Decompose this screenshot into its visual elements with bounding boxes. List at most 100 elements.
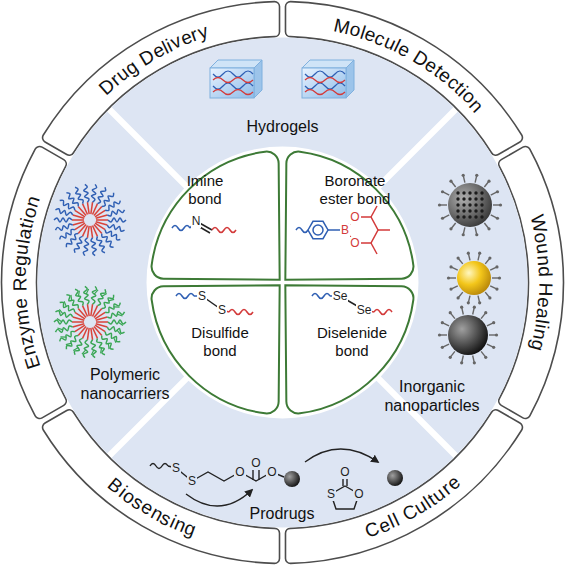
bond-quadrant: Imine bond [148,148,285,285]
hydrogel-block [305,83,345,89]
nanoparticle [456,191,459,194]
nanoparticle [449,180,452,183]
nanoparticle [456,215,459,218]
micelle [72,219,84,221]
nanoparticle [480,191,483,194]
micelle [101,347,102,353]
atom-label: B [340,224,350,237]
letter: R [10,278,29,292]
nanoparticle [484,356,487,359]
bond-label: Diselenide bond [312,324,392,360]
hydrogel-block [210,68,254,98]
nanoparticle [480,197,483,200]
nanoparticle [449,356,452,359]
material-sector-outline [35,107,189,458]
letter: u [533,243,553,256]
letter [10,292,29,298]
bond-quadrant-shape [285,285,413,413]
bond-quadrant-shape [152,152,280,280]
nanoparticle [487,227,490,230]
application-segment: Drug Delivery [37,0,285,162]
nanoparticle [457,296,460,299]
bond-quadrant-outline [148,148,285,285]
application-segment-outline [280,0,528,162]
nanoparticle [462,233,465,236]
nanoparticle [474,203,477,206]
prodrug-structure [387,470,403,486]
application-segment: Wound Healing [493,139,565,425]
material-sector-shape [37,111,184,453]
nanoparticle [462,197,465,200]
nanoparticle [457,261,491,295]
letter: u [11,243,31,256]
nanoparticle [462,174,465,177]
nanoparticle [474,197,477,200]
nanoparticle [447,276,450,279]
nanoparticle [468,203,471,206]
nanoparticle [449,287,452,290]
application-segment-outline [37,0,285,162]
nanoparticle [488,296,491,299]
nanoparticle [474,215,477,218]
atom-label: O [266,466,277,479]
application-segment: Biosensing [37,403,285,565]
material-sector: Inorganic nanoparticles [376,107,530,458]
atom-label: N [191,215,202,228]
nanoparticle [438,203,441,206]
prodrug-structure [284,471,300,487]
application-label: Enzyme Regulation [0,139,72,426]
nanoparticle [498,276,501,279]
nanoparticle [468,209,471,212]
letter [536,277,555,282]
nanoparticle [468,215,471,218]
letter: H [536,283,555,297]
micelle [96,321,108,323]
nanoparticle [467,252,470,255]
application-label: Cell Culture [280,403,528,565]
nanoparticle [449,265,452,268]
nanoparticle [449,227,452,230]
letter: g [10,255,30,267]
nanoparticle [460,361,463,364]
nanoparticle [462,209,465,212]
nanoparticle [496,217,499,220]
hydrogel-block [213,71,253,77]
hydrogel-block [305,90,345,95]
material-label: Polymeric nanocarriers [75,365,175,403]
letter: n [535,254,555,266]
atom-label: Se [332,290,349,303]
nanoparticle [441,346,444,349]
nanoparticle [456,209,459,212]
nanoparticle [499,203,502,206]
nanoparticle [475,174,478,177]
letter: e [10,297,30,309]
atom-label: S [171,462,181,475]
nanoparticle [480,209,483,212]
micelle [72,321,84,323]
nanoparticle [496,190,499,193]
atom-label: S [217,304,227,317]
letter: e [10,266,29,277]
application-label: Wound Healing [493,139,565,425]
hydrogel-block [305,71,345,77]
application-segment: Molecule Detection [280,0,528,162]
application-label: Molecule Detection [280,0,528,162]
material-sector: Polymeric nanocarriers [35,107,189,458]
micelle [96,219,108,221]
material-sector-shape [111,381,453,528]
nanoparticle [441,321,444,324]
micelle [78,291,79,297]
bond-label: Imine bond [175,172,235,208]
application-segment-outline [37,403,285,565]
application-segment: Cell Culture [280,403,528,565]
material-sector-shape [111,37,453,184]
atom-label: S [326,488,336,501]
nanoparticle [473,306,476,309]
atom-label: O [339,466,350,479]
nanoparticle [478,252,481,255]
nanoparticle [462,203,465,206]
nanoparticle [467,301,470,304]
nanoparticle [449,311,452,314]
nanoparticle [462,191,465,194]
